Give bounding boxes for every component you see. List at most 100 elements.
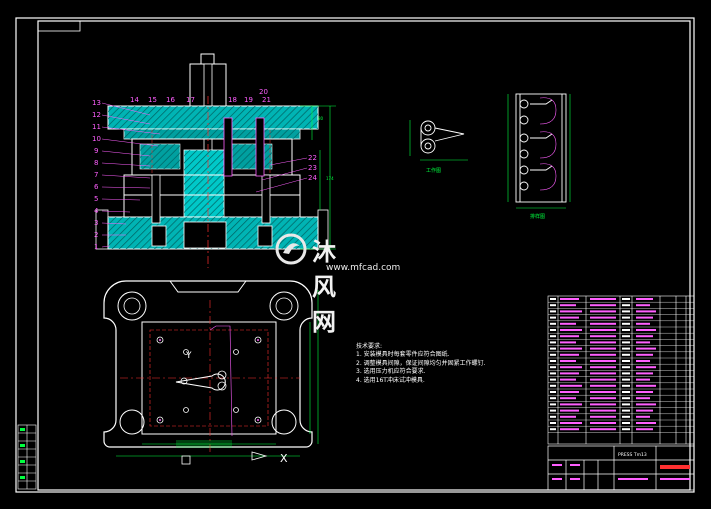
table-cell-mark bbox=[636, 304, 650, 307]
table-cell-mark bbox=[636, 397, 650, 400]
table-cell-mark bbox=[590, 329, 616, 331]
part-label: 9 bbox=[94, 147, 98, 155]
table-cell-mark bbox=[622, 329, 630, 331]
table-cell-mark bbox=[560, 384, 582, 387]
table-cell-mark bbox=[636, 329, 656, 331]
table-cell-mark bbox=[550, 304, 556, 307]
part-label: 23 bbox=[308, 164, 317, 172]
watermark-logo-icon bbox=[275, 233, 307, 265]
part-view-label: 工作图 bbox=[426, 167, 441, 174]
watermark-url: www.mfcad.com bbox=[326, 263, 401, 273]
table-cell-mark bbox=[622, 409, 630, 412]
table-cell-mark bbox=[590, 415, 616, 418]
outer-frame bbox=[15, 17, 695, 493]
part-label: 7 bbox=[94, 171, 98, 179]
guide-bush bbox=[119, 409, 145, 435]
table-cell-mark bbox=[560, 353, 579, 356]
bolt-holes bbox=[156, 336, 262, 424]
svg-text:80: 80 bbox=[318, 116, 324, 121]
section-mark-left: Y bbox=[185, 351, 192, 361]
corner-tab bbox=[37, 20, 81, 32]
part-label: 24 bbox=[308, 174, 317, 182]
table-cell-mark bbox=[590, 347, 616, 350]
technical-requirements: 技术要求: 1. 安装模具时每套零件应符合图纸. 2. 调整模具间隙，保证间隙均… bbox=[356, 343, 486, 385]
table-cell-mark bbox=[636, 298, 653, 300]
table-cell-mark bbox=[636, 316, 653, 319]
binding-strip bbox=[17, 424, 37, 490]
table-cell-mark bbox=[622, 422, 630, 424]
plan-view bbox=[103, 280, 319, 465]
part-label: 15 bbox=[148, 96, 157, 104]
table-cell-mark bbox=[622, 415, 630, 418]
part-label: 21 bbox=[262, 96, 271, 104]
table-cell-mark bbox=[622, 341, 630, 344]
table-cell-mark bbox=[560, 422, 582, 424]
part-label: 12 bbox=[92, 111, 101, 119]
table-cell-mark bbox=[622, 372, 630, 375]
table-cell-mark bbox=[550, 428, 556, 431]
table-cell-mark bbox=[622, 322, 630, 325]
table-cell-mark bbox=[560, 372, 579, 375]
table-cell-mark bbox=[550, 378, 556, 381]
part-label: 19 bbox=[244, 96, 253, 104]
table-cell-mark bbox=[560, 428, 579, 431]
part-labels-left: 13 12 11 10 9 8 7 6 5 4 3 2 1 bbox=[92, 99, 101, 251]
die-set-outline bbox=[103, 280, 313, 448]
table-cell-mark bbox=[560, 366, 582, 369]
table-cell-mark bbox=[560, 322, 576, 325]
table-cell-mark bbox=[590, 360, 616, 362]
table-cell-mark bbox=[622, 397, 630, 400]
table-cell-mark bbox=[550, 372, 556, 375]
table-cell-mark bbox=[550, 335, 556, 338]
part-label: 14 bbox=[130, 96, 139, 104]
table-cell-mark bbox=[636, 409, 653, 412]
table-cell-mark bbox=[550, 409, 556, 412]
table-cell-mark bbox=[550, 366, 556, 369]
inner-frame bbox=[37, 20, 691, 491]
table-cell-mark bbox=[622, 316, 630, 319]
table-cell-mark bbox=[560, 304, 576, 307]
part-label: 11 bbox=[92, 123, 101, 131]
table-cell-mark bbox=[560, 347, 582, 350]
binding-strip-marks bbox=[20, 428, 25, 479]
table-cell-mark bbox=[550, 341, 556, 344]
strip-layout-label: 排样图 bbox=[530, 213, 545, 220]
table-cell-mark bbox=[550, 316, 556, 319]
table-cell-mark bbox=[622, 310, 630, 313]
table-cell-mark bbox=[550, 360, 556, 362]
table-cell-mark bbox=[636, 372, 653, 375]
table-cell-mark bbox=[622, 378, 630, 381]
table-cell-mark bbox=[560, 409, 579, 412]
table-cell-mark bbox=[590, 310, 616, 313]
table-cell-mark bbox=[622, 347, 630, 350]
table-cell-mark bbox=[560, 360, 576, 362]
watermark-text: 沐风网 bbox=[312, 238, 338, 336]
part-label: 3 bbox=[94, 219, 98, 227]
tech-title: 技术要求: bbox=[356, 343, 383, 350]
table-cell-mark bbox=[550, 347, 556, 350]
table-cell-mark bbox=[636, 353, 653, 356]
table-cell-mark bbox=[622, 391, 630, 393]
table-cell-mark bbox=[590, 322, 616, 325]
table-cell-mark bbox=[590, 341, 616, 344]
table-cell-mark bbox=[550, 422, 556, 424]
table-cell-mark bbox=[636, 384, 656, 387]
part-label: 22 bbox=[308, 154, 317, 162]
table-cell-mark bbox=[560, 397, 576, 400]
part-label: 13 bbox=[92, 99, 101, 107]
table-cell-mark bbox=[550, 310, 556, 313]
guide-bush bbox=[269, 291, 299, 321]
table-cell-mark bbox=[590, 422, 616, 424]
svg-text:174: 174 bbox=[326, 176, 334, 181]
table-cell-mark bbox=[590, 428, 616, 431]
title-block bbox=[547, 445, 695, 491]
title-block-name: PRESS Tm13 bbox=[618, 452, 647, 458]
strip-layout bbox=[507, 93, 571, 209]
part-label: 6 bbox=[94, 183, 99, 191]
table-cell-mark bbox=[636, 341, 650, 344]
table-cell-mark bbox=[622, 403, 630, 406]
parts-list-rows bbox=[548, 302, 694, 433]
table-cell-mark bbox=[560, 415, 576, 418]
table-cell-mark bbox=[550, 397, 556, 400]
table-cell-mark bbox=[550, 415, 556, 418]
